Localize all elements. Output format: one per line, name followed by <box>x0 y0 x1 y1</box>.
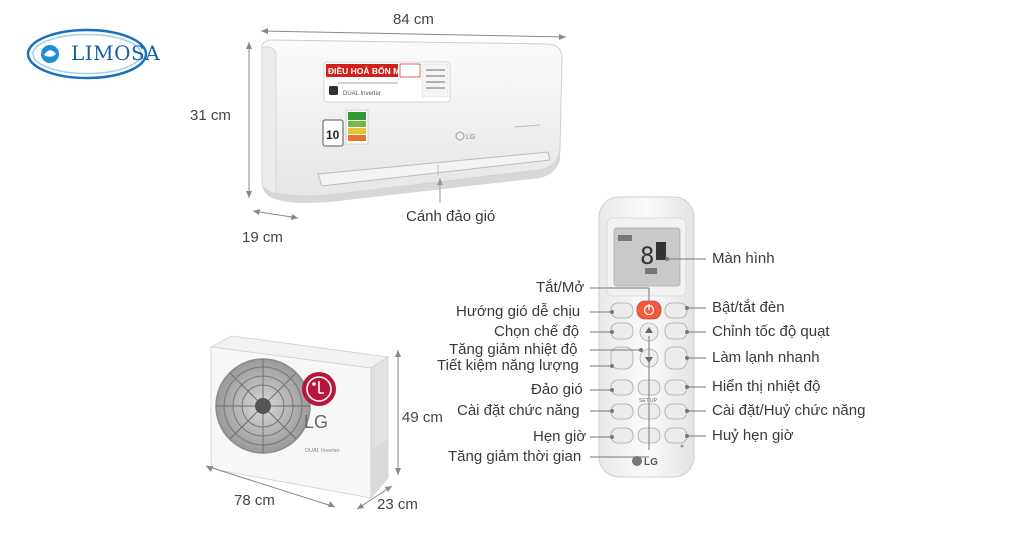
outdoor-height-label: 49 cm <box>402 409 443 426</box>
svg-text:8: 8 <box>640 242 654 270</box>
label-time-adjust: Tăng giảm thời gian <box>448 448 582 465</box>
warranty-badge: 10 <box>326 128 340 142</box>
outdoor-model: DUAL Inverter <box>305 448 340 454</box>
vane-label: Cánh đảo gió <box>406 208 496 225</box>
indoor-width-label: 84 cm <box>393 11 434 28</box>
remote-control: 8 SET UP LG <box>598 196 695 478</box>
label-temp: Tăng giảm nhiệt độ <box>449 341 578 358</box>
label-light: Bật/tắt đèn <box>712 299 785 316</box>
sticker-sub: DUAL Inverter <box>343 91 381 97</box>
label-timer: Hẹn giờ <box>533 428 587 445</box>
indoor-depth-label: 19 cm <box>242 229 283 246</box>
label-power: Tắt/Mở <box>536 279 585 296</box>
label-energy-saving: Tiết kiệm năng lượng <box>437 357 579 374</box>
label-temp-display: Hiển thị nhiệt độ <box>712 378 821 395</box>
outdoor-depth-label: 23 cm <box>377 496 418 513</box>
outdoor-unit: LG DUAL Inverter <box>205 335 401 510</box>
indoor-unit: LG ĐIỀU HOÀ BỐN MÙA DUAL Inverter 10 <box>246 28 567 220</box>
callout-lines <box>590 257 706 458</box>
sticker-title: ĐIỀU HOÀ BỐN MÙA <box>328 65 413 76</box>
outdoor-brand: LG <box>304 412 328 432</box>
label-mode: Chọn chế độ <box>494 323 580 340</box>
label-comfort-air: Hướng gió dễ chịu <box>456 303 581 320</box>
label-set-cancel: Cài đặt/Huỷ chức năng <box>712 402 866 419</box>
label-display: Màn hình <box>712 250 775 267</box>
label-function-set: Cài đặt chức năng <box>457 402 580 419</box>
svg-text:LG: LG <box>466 134 475 141</box>
logo-text: LIMOSA <box>71 41 161 65</box>
remote-setup-text: SET UP <box>639 398 658 404</box>
limosa-logo: LIMOSA <box>26 28 160 80</box>
logo-swirl-icon <box>26 28 148 80</box>
label-swing: Đảo gió <box>531 381 583 398</box>
label-jet-cool: Làm lạnh nhanh <box>712 349 820 366</box>
outdoor-width-label: 78 cm <box>234 492 275 509</box>
label-cancel-timer: Huỷ hẹn giờ <box>712 427 794 444</box>
indoor-height-label: 31 cm <box>190 107 231 124</box>
label-fan-speed: Chỉnh tốc độ quạt <box>712 323 830 340</box>
remote-brand: LG <box>644 457 658 468</box>
